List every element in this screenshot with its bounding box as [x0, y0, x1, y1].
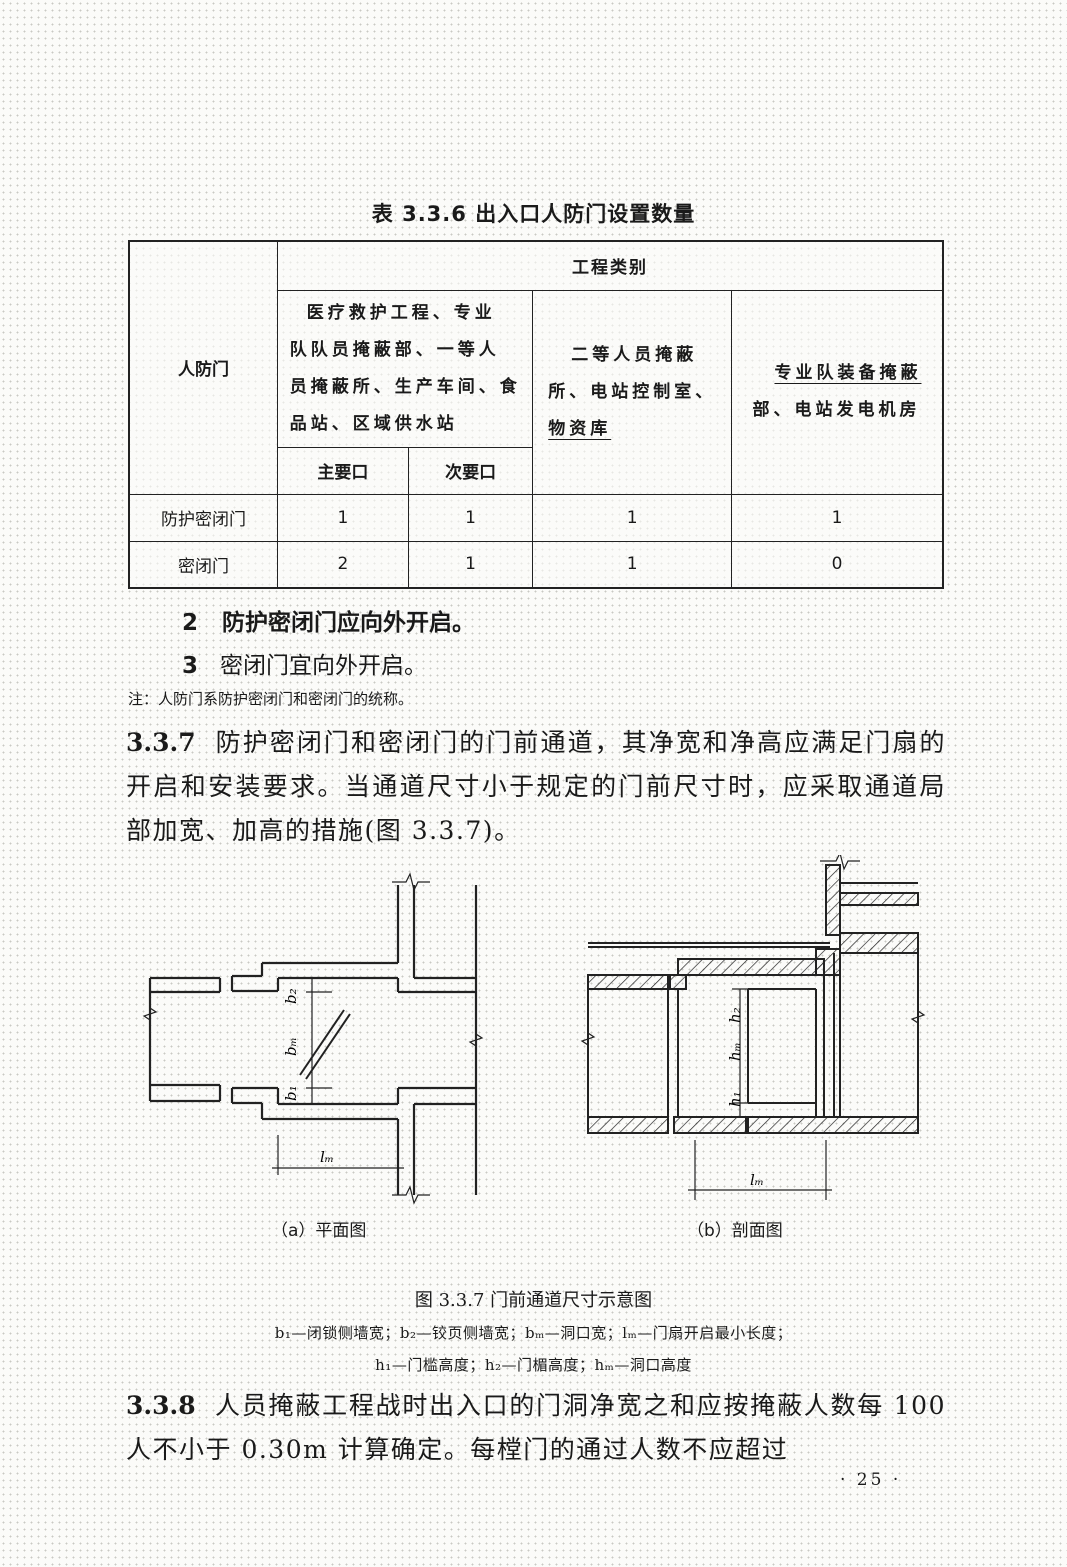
section-view-diagram: h₂ hₘ h₁ lₘ	[580, 855, 926, 1200]
label-lm: lₘ	[750, 1171, 764, 1189]
category-second-class: 二等人员掩蔽 所、电站控制室、 物资库	[548, 344, 717, 439]
row-header-cell: 人防门	[128, 240, 279, 495]
table-cell: 1	[407, 493, 534, 542]
category-equipment: 专业队装备掩蔽 部、电站发电机房	[752, 363, 922, 420]
label-hm: hₘ	[726, 1042, 744, 1061]
page-number: · 25 ·	[840, 1470, 902, 1490]
label-bm: bₘ	[282, 1037, 300, 1056]
table-cell: 1	[532, 493, 732, 542]
door-quantity-table: 人防门 工程类别 医疗救护工程、专业 队队员掩蔽部、一等人 员掩蔽所、生产车间、…	[128, 240, 945, 589]
category-second-class-cell: 二等人员掩蔽 所、电站控制室、 物资库	[532, 289, 732, 495]
section-3-3-7: 3.3.7 防护密闭门和密闭门的门前通道，其净宽和净高应满足门扇的开启和安装要求…	[126, 728, 946, 845]
sub-header-secondary: 次要口	[407, 446, 534, 495]
table-cell: 0	[730, 540, 944, 589]
table-cell: 1	[407, 540, 534, 589]
table-cell: 1	[277, 493, 409, 542]
label-h1: h₁	[726, 1091, 744, 1107]
table-row: 防护密闭门 1 1 1 1	[128, 493, 944, 542]
category-medical-cell: 医疗救护工程、专业 队队员掩蔽部、一等人 员掩蔽所、生产车间、食 品站、区域供水…	[277, 289, 534, 448]
row-label: 密闭门	[128, 540, 279, 589]
category-medical: 医疗救护工程、专业 队队员掩蔽部、一等人 员掩蔽所、生产车间、食 品站、区域供水…	[289, 302, 521, 434]
note: 注：人防门系防护密闭门和密闭门的统称。	[128, 690, 414, 708]
figure-legend-line-1: b₁—闭锁侧墙宽；b₂—铰页侧墙宽；bₘ—洞口宽；lₘ—门扇开启最小长度；	[274, 1324, 793, 1342]
figure-caption: 图 3.3.7 门前通道尺寸示意图	[414, 1290, 653, 1311]
group-header: 工程类别	[572, 258, 649, 279]
plan-view-diagram: b₂ bₘ b₁ lₘ	[142, 872, 484, 1205]
table-cell: 1	[532, 540, 732, 589]
table-cell: 1	[730, 493, 944, 542]
figure-legend-line-2: h₁—门槛高度；h₂—门楣高度；hₘ—洞口高度	[375, 1356, 692, 1374]
label-b2: b₂	[282, 988, 300, 1004]
table-cell: 2	[277, 540, 409, 589]
item-3: 3 密闭门宜向外开启。	[182, 653, 427, 679]
group-header-cell: 工程类别	[277, 240, 945, 291]
row-label: 防护密闭门	[128, 493, 279, 542]
row-header: 人防门	[178, 360, 230, 381]
table-title: 表 3.3.6 出入口人防门设置数量	[371, 202, 696, 226]
plan-caption: （a）平面图	[271, 1221, 367, 1241]
label-lm: lₘ	[320, 1148, 334, 1166]
section-3-3-8: 3.3.8 人员掩蔽工程战时出入口的门洞净宽之和应按掩蔽人数每 100 人不小于…	[126, 1391, 946, 1464]
item-2: 2 防护密闭门应向外开启。	[182, 610, 476, 636]
section-caption: （b）剖面图	[687, 1221, 783, 1241]
label-b1: b₁	[282, 1085, 300, 1101]
category-equipment-cell: 专业队装备掩蔽 部、电站发电机房	[730, 289, 944, 495]
label-h2: h₂	[726, 1007, 744, 1023]
sub-header-main: 主要口	[277, 446, 409, 495]
table-row: 密闭门 2 1 1 0	[128, 540, 944, 589]
